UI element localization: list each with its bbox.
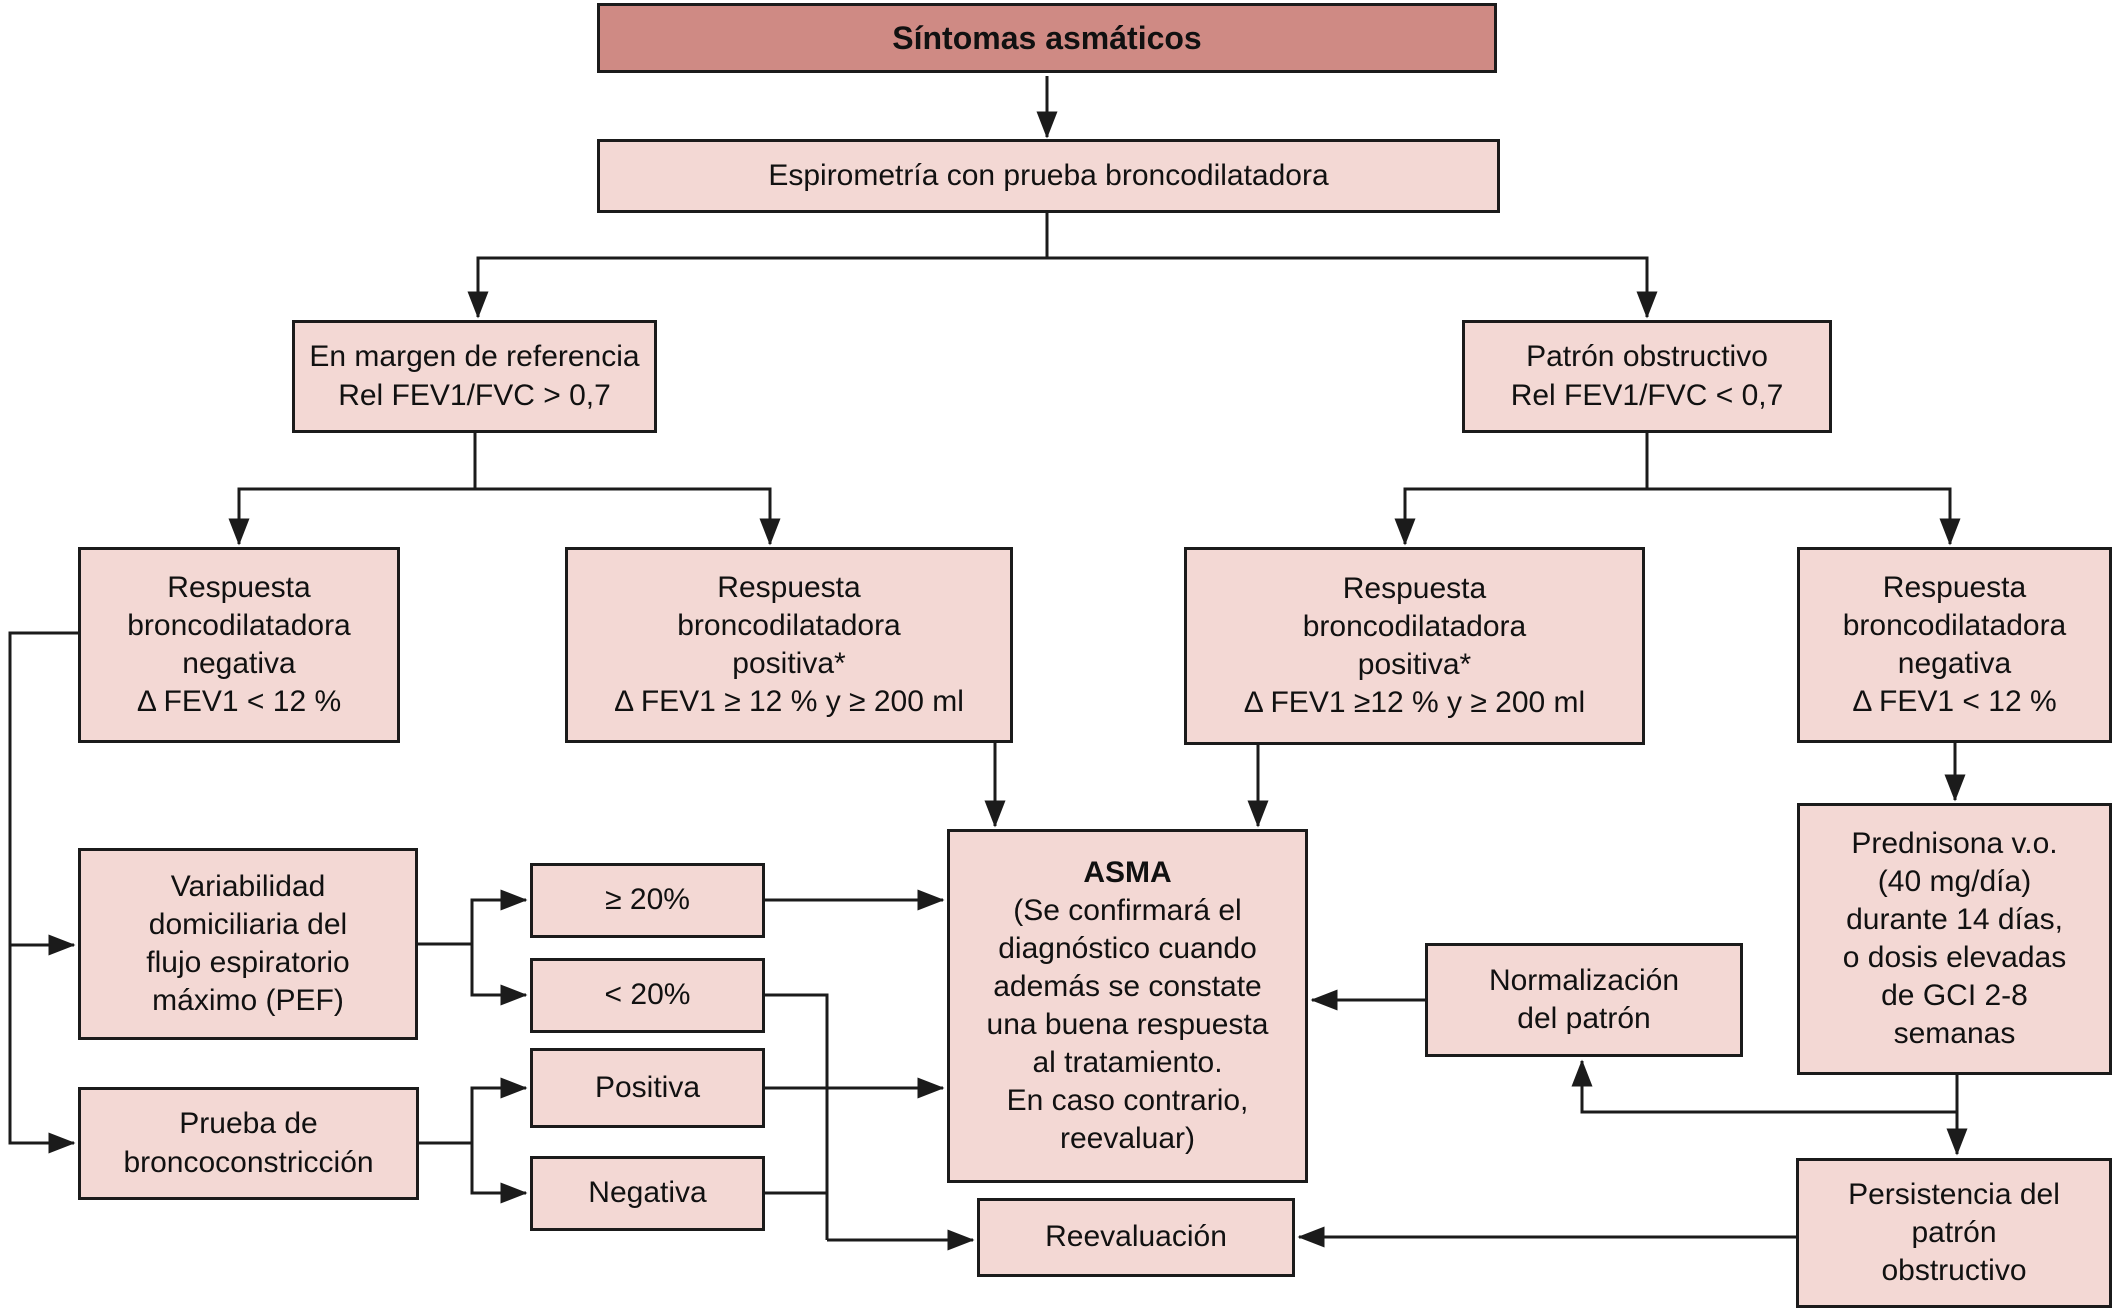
node-margen-referencia-label: En margen de referencia Rel FEV1/FVC > 0… — [309, 340, 640, 412]
node-negativa: Negativa — [530, 1156, 765, 1231]
node-normalizacion-patron-label: Normalización del patrón — [1488, 963, 1680, 1035]
node-prueba-broncoconstriccion-label: Prueba de broncoconstricción — [123, 1107, 374, 1179]
node-respuesta-negativa-izquierda: Respuesta broncodilatadora negativa Δ FE… — [78, 547, 400, 743]
arrow-margen-positiva-izq — [475, 487, 781, 546]
node-negativa-label: Negativa — [588, 1176, 707, 1210]
node-positiva-label: Positiva — [594, 1070, 701, 1104]
node-asma-body: (Se confirmará el diagnóstico cuando ade… — [986, 893, 1269, 1156]
arrow-variabilidad-ge20 — [418, 889, 528, 946]
node-respuesta-positiva-derecha-label: Respuesta broncodilatadora positiva* Δ F… — [1243, 571, 1586, 720]
node-lt-20-label: < 20% — [604, 978, 691, 1012]
node-asma: ASMA (Se confirmará el diagnóstico cuand… — [947, 829, 1308, 1183]
arrow-espirometria-margen — [467, 213, 1049, 319]
node-sintomas-asmaticos-label: Síntomas asmáticos — [892, 19, 1202, 56]
node-respuesta-positiva-derecha: Respuesta broncodilatadora positiva* Δ F… — [1184, 547, 1645, 745]
node-patron-obstructivo: Patrón obstructivo Rel FEV1/FVC < 0,7 — [1462, 320, 1832, 433]
node-respuesta-positiva-izquierda-label: Respuesta broncodilatadora positiva* Δ F… — [614, 570, 964, 719]
node-lt-20: < 20% — [530, 958, 765, 1033]
node-patron-obstructivo-label: Patrón obstructivo Rel FEV1/FVC < 0,7 — [1510, 340, 1784, 412]
arrow-negativa-izq-prueba — [8, 631, 78, 1154]
node-prednisona: Prednisona v.o. (40 mg/día) durante 14 d… — [1797, 803, 2112, 1075]
node-persistencia-patron: Persistencia del patrón obstructivo — [1796, 1158, 2112, 1308]
node-sintomas-asmaticos: Síntomas asmáticos — [597, 3, 1497, 73]
node-variabilidad-pef: Variabilidad domiciliaria del flujo espi… — [78, 848, 418, 1040]
arrow-espirometria-patron — [1047, 256, 1658, 319]
node-variabilidad-pef-label: Variabilidad domiciliaria del flujo espi… — [146, 869, 350, 1018]
node-normalizacion-patron: Normalización del patrón — [1425, 943, 1743, 1057]
node-persistencia-patron-label: Persistencia del patrón obstructivo — [1848, 1177, 2060, 1288]
node-espirometria-label: Espirometría con prueba broncodilatadora — [768, 158, 1329, 192]
node-espirometria: Espirometría con prueba broncodilatadora — [597, 139, 1500, 213]
arrow-patron-positiva-der — [1394, 433, 1649, 546]
node-reevaluacion: Reevaluación — [977, 1198, 1295, 1277]
node-prednisona-label: Prednisona v.o. (40 mg/día) durante 14 d… — [1842, 826, 2067, 1051]
node-positiva: Positiva — [530, 1048, 765, 1128]
arrow-margen-negativa-izq — [228, 433, 477, 546]
node-respuesta-negativa-izquierda-label: Respuesta broncodilatadora negativa Δ FE… — [127, 570, 351, 719]
node-ge-20-label: ≥ 20% — [605, 883, 690, 917]
node-respuesta-positiva-izquierda: Respuesta broncodilatadora positiva* Δ F… — [565, 547, 1013, 743]
node-prueba-broncoconstriccion: Prueba de broncoconstricción — [78, 1087, 419, 1200]
arrow-prueba-negativa — [470, 1143, 528, 1204]
arrow-variabilidad-lt20 — [470, 944, 528, 1006]
node-respuesta-negativa-derecha: Respuesta broncodilatadora negativa Δ FE… — [1797, 547, 2112, 743]
arrow-patron-negativa-der — [1647, 487, 1961, 546]
node-asma-title: ASMA — [1083, 855, 1172, 889]
arrow-prueba-positiva — [419, 1077, 528, 1145]
line-lt20-reevaluacion — [765, 993, 829, 1240]
node-ge-20: ≥ 20% — [530, 863, 765, 938]
node-respuesta-negativa-derecha-label: Respuesta broncodilatadora negativa Δ FE… — [1842, 570, 2067, 719]
node-reevaluacion-label: Reevaluación — [1045, 1220, 1227, 1254]
node-margen-referencia: En margen de referencia Rel FEV1/FVC > 0… — [292, 320, 657, 433]
